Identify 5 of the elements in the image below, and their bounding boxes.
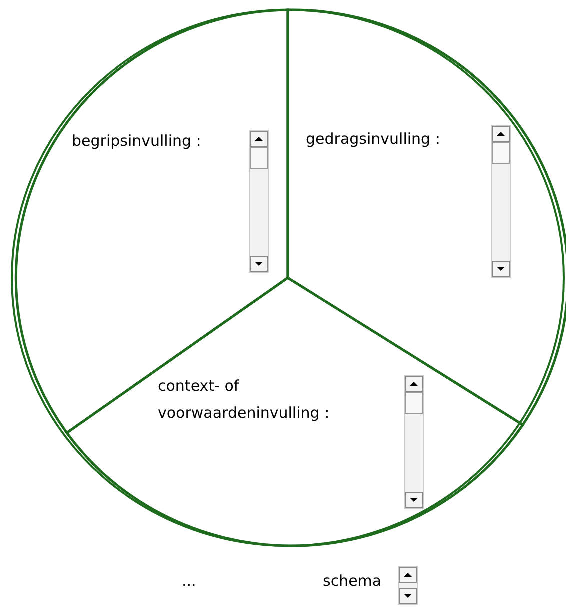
field-label: begripsinvulling : — [72, 131, 202, 152]
ellipsis-text: ... — [182, 571, 196, 592]
field-label: context- of voorwaardeninvulling : — [158, 376, 331, 424]
field-label: gedragsinvulling : — [306, 129, 442, 150]
field-label: schema — [323, 571, 382, 592]
